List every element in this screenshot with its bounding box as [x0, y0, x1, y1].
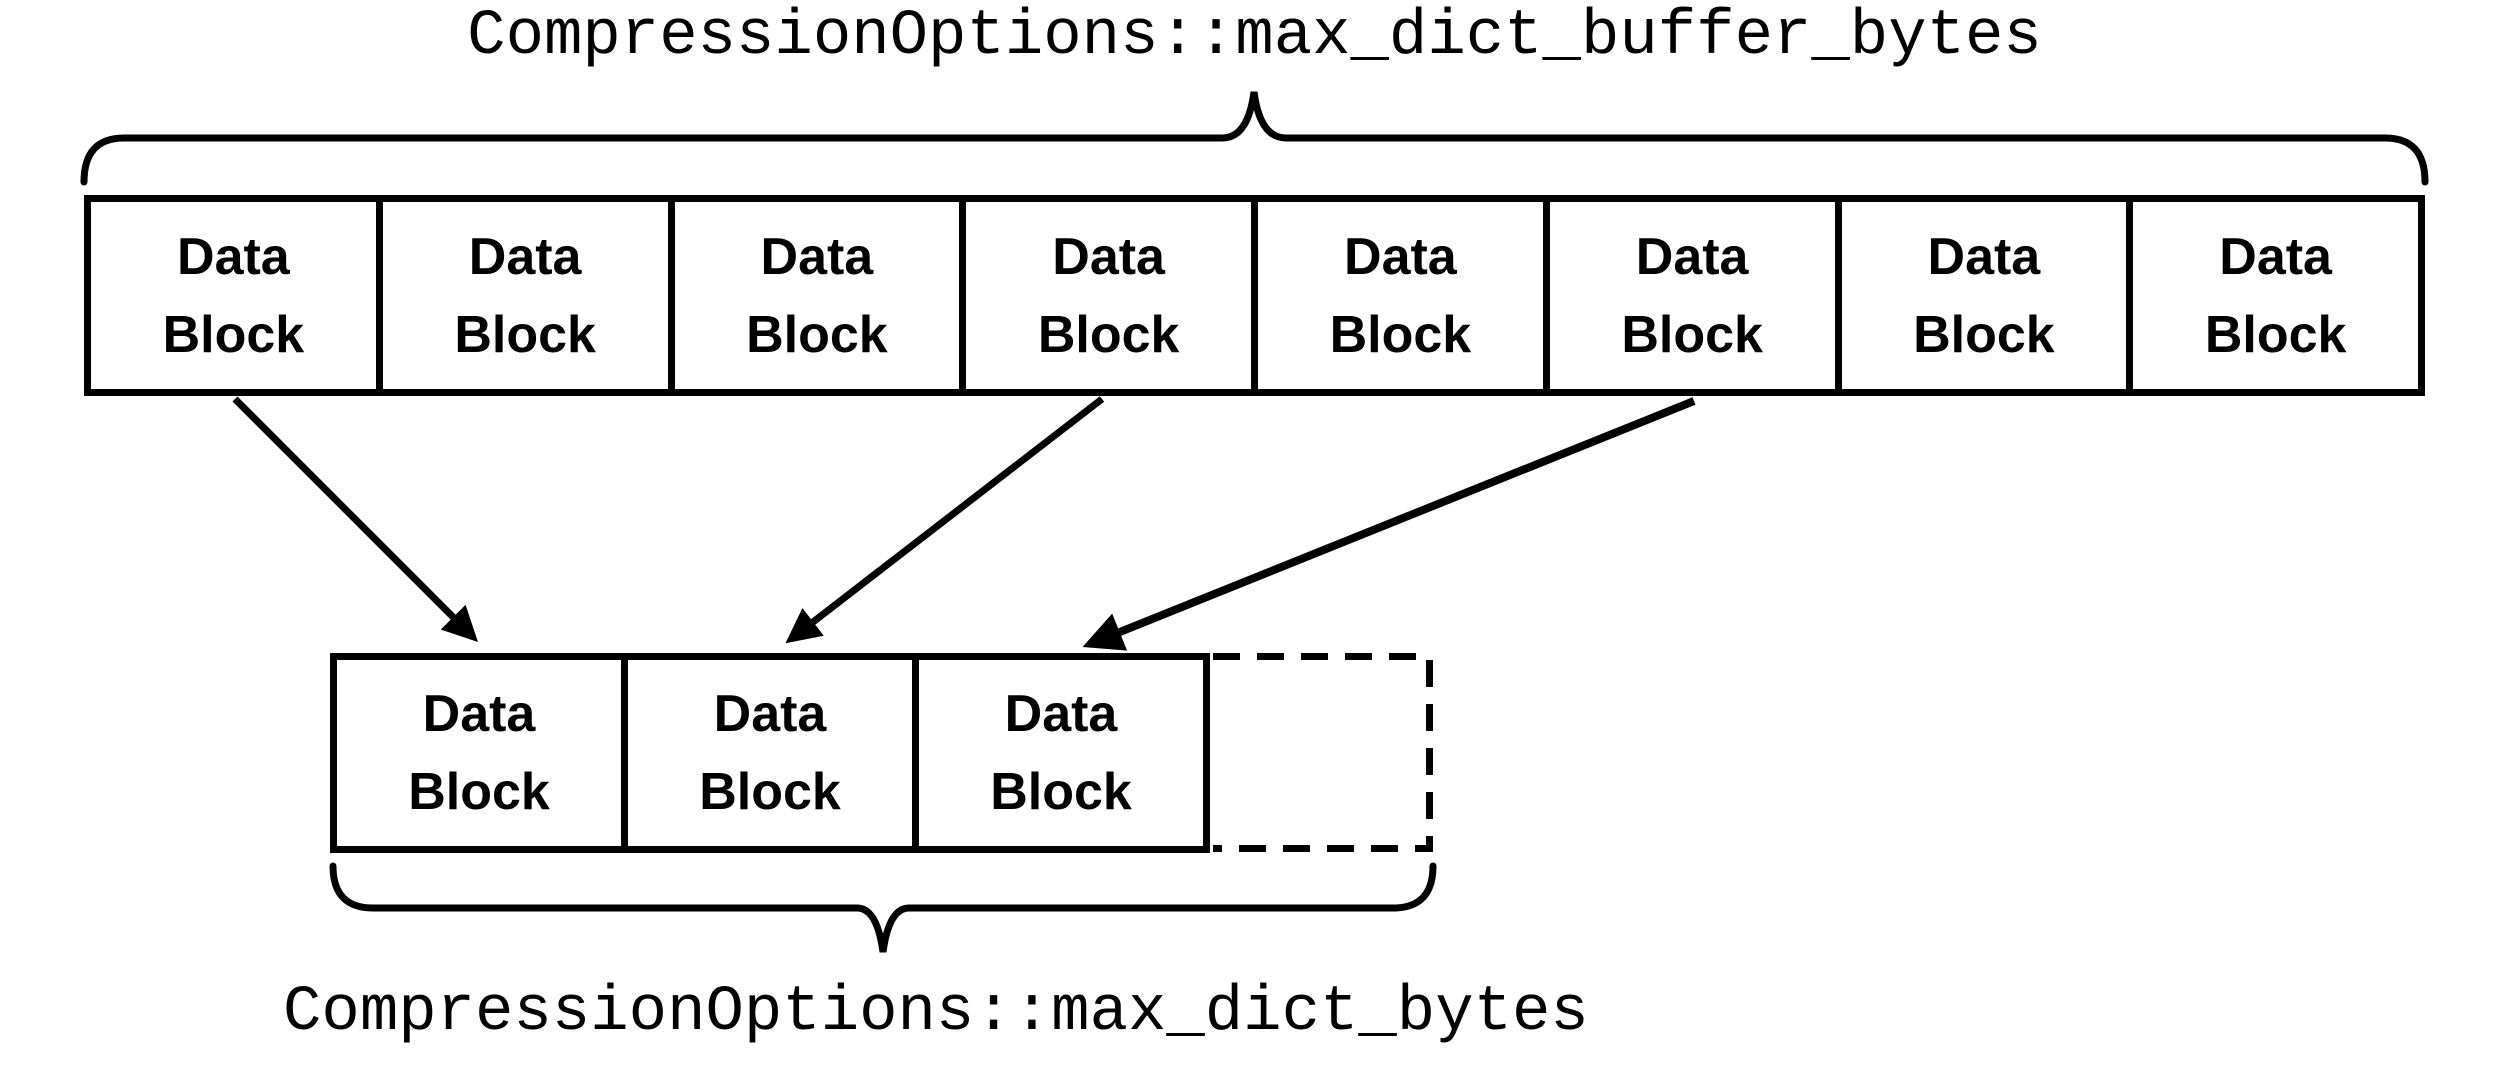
data-block: Data Block [667, 195, 967, 396]
dict-buffer-row: Data Block Data Block Data Block [330, 653, 1210, 853]
sample-arrow-1 [232, 396, 478, 642]
data-block-label: Data [1344, 227, 1457, 286]
data-block: Data Block [621, 653, 919, 853]
max-dict-bytes-label: CompressionOptions::max_dict_bytes [283, 977, 1589, 1049]
data-block-label: Block [1037, 305, 1180, 364]
data-block-label: Data [422, 685, 536, 743]
bottom-brace [329, 862, 1437, 953]
data-block: Data Block [2126, 195, 2425, 396]
data-block-label: Block [454, 305, 596, 364]
data-block: Data Block [330, 653, 628, 853]
sample-arrow-3 [1082, 397, 1696, 651]
data-block: Data Block [1834, 195, 2134, 396]
data-block-label: Data [1004, 685, 1118, 743]
data-block-label: Block [990, 763, 1132, 821]
buffer-blocks-row: Data Block Data Block Data Block Data Bl… [84, 195, 2425, 396]
top-brace [80, 91, 2429, 186]
data-block-label: Block [746, 305, 888, 364]
data-block-label: Data [1927, 227, 2041, 286]
data-block: Data Block [959, 195, 1258, 396]
data-block-label: Data [177, 227, 290, 286]
sample-arrow-2 [785, 396, 1105, 644]
data-block: Data Block [1251, 195, 1550, 396]
data-block-label: Data [1052, 227, 1165, 286]
data-block-label: Block [1621, 305, 1763, 364]
data-block-label: Block [408, 763, 550, 821]
data-block: Data Block [912, 653, 1210, 853]
max-dict-buffer-bytes-label: CompressionOptions::max_dict_buffer_byte… [467, 1, 2042, 73]
data-block-label: Block [162, 305, 305, 364]
data-block-label: Block [2204, 305, 2347, 364]
data-block: Data Block [1542, 195, 1842, 396]
data-block-label: Data [1635, 227, 1749, 286]
data-block-label: Data [713, 685, 827, 743]
data-block-label: Data [2219, 227, 2332, 286]
data-block-label: Block [1329, 305, 1472, 364]
data-block-label: Data [760, 227, 874, 286]
data-block-label: Data [468, 227, 582, 286]
data-block-label: Block [1913, 305, 2055, 364]
data-block: Data Block [375, 195, 675, 396]
data-block: Data Block [84, 195, 383, 396]
data-block-label: Block [699, 763, 841, 821]
dashed-placeholder-box [1213, 653, 1433, 852]
